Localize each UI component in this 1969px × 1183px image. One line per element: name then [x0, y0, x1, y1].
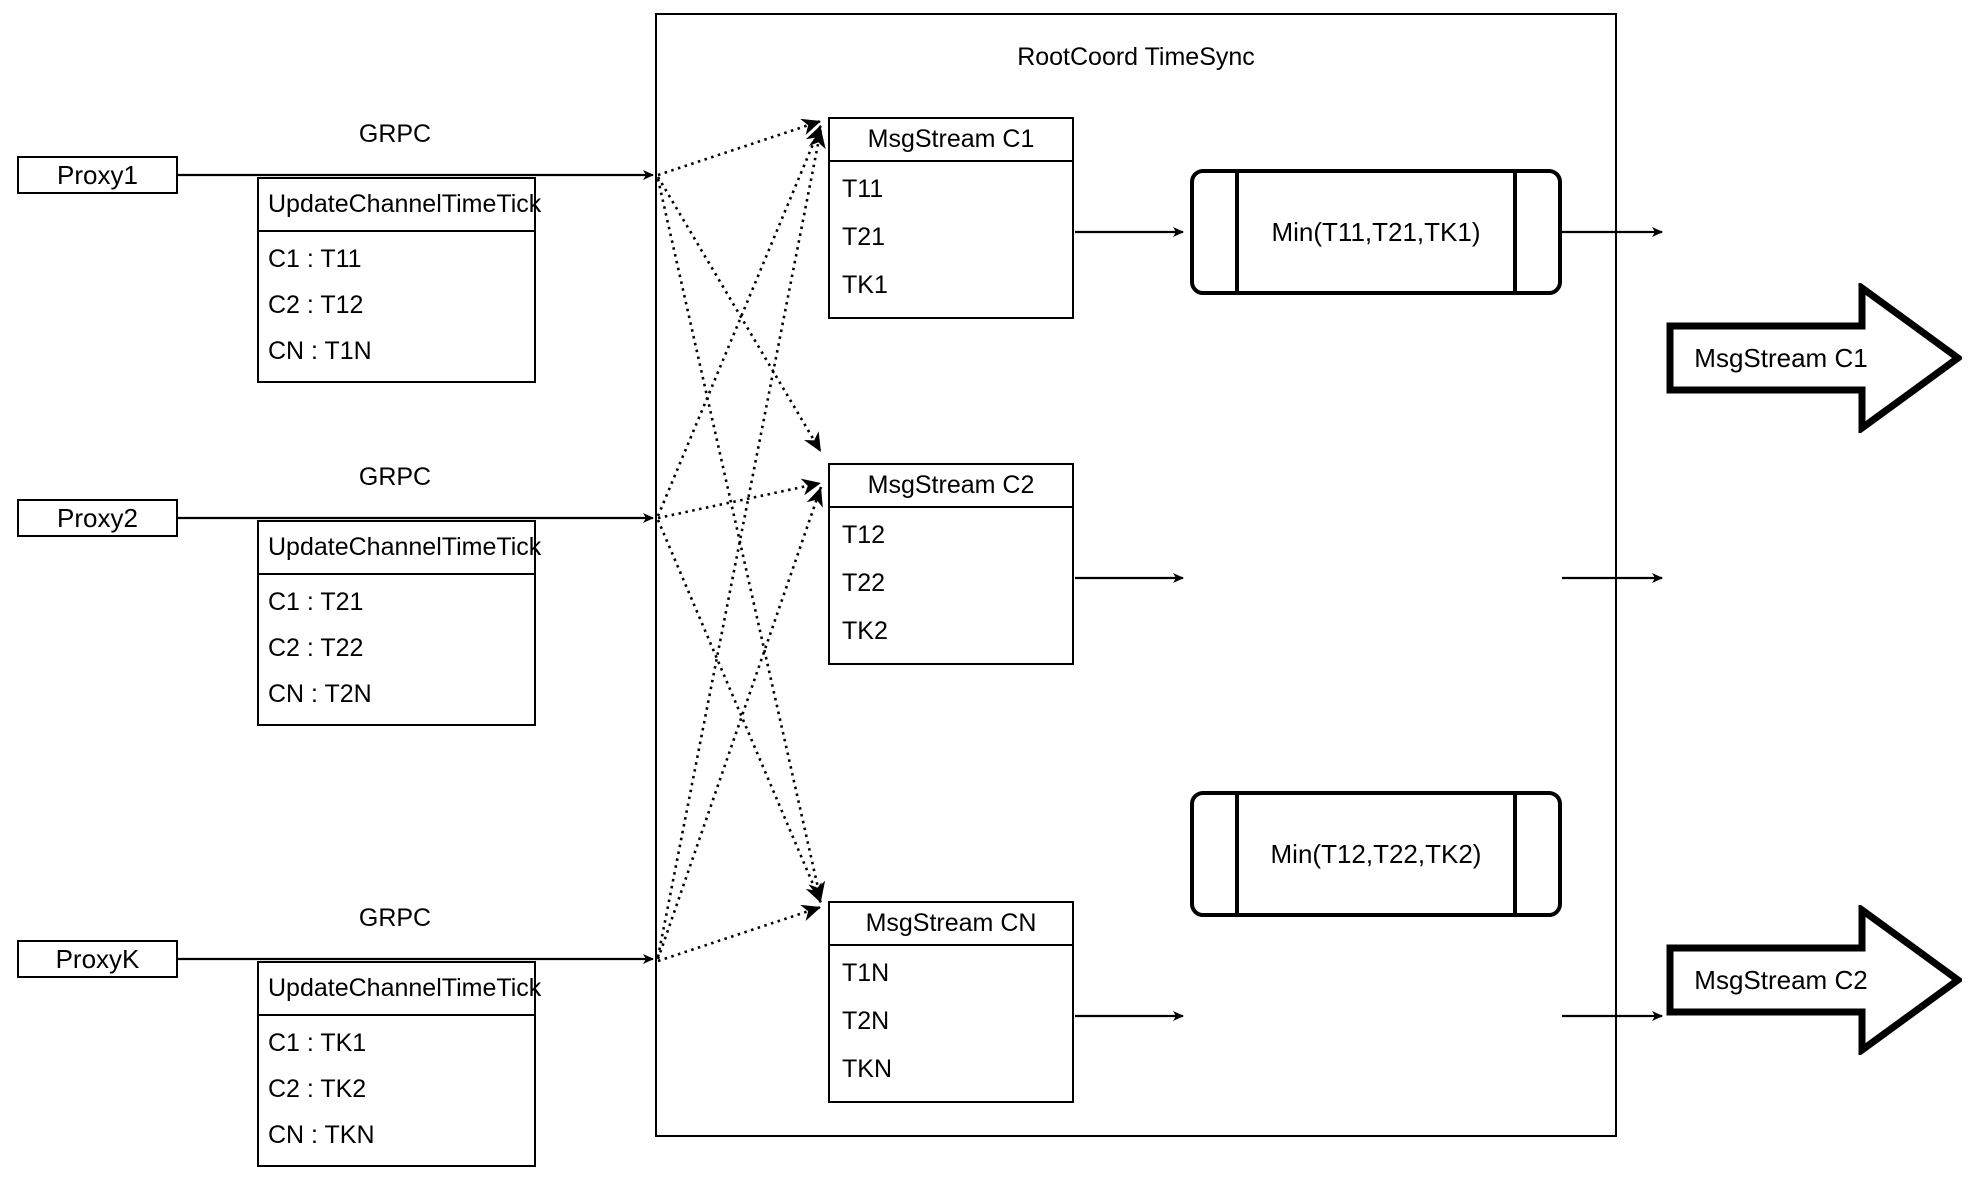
- uct-title-1: UpdateChannelTimeTick: [259, 179, 541, 232]
- uct-row: C1 : T11: [268, 244, 362, 273]
- block-arrow-icon: [1666, 283, 1962, 433]
- uct-body-k: C1 : TK1 C2 : TK2 CN : TKN: [259, 1016, 534, 1165]
- uct-row: C1 : T21: [268, 587, 364, 616]
- msgstream-row: TK1: [842, 270, 888, 299]
- min-process-label-c2: Min(T12,T22,TK2): [1270, 838, 1482, 869]
- msgstream-table-c1: MsgStream C1 T11 T21 TK1: [828, 117, 1074, 319]
- msgstream-body-c2: T12 T22 TK2: [830, 508, 1072, 663]
- msgstream-body-c1: T11 T21 TK1: [830, 162, 1072, 317]
- msgstream-row: T12: [842, 521, 886, 550]
- update-channel-time-tick-table-2: UpdateChannelTimeTick C1 : T21 C2 : T22 …: [257, 520, 541, 726]
- update-channel-time-tick-table-k: UpdateChannelTimeTick C1 : TK1 C2 : TK2 …: [257, 961, 541, 1167]
- output-block-arrow-label-c2: MsgStream C2: [1694, 964, 1868, 995]
- grpc-label-k: GRPC: [358, 904, 432, 932]
- proxy-box-k[interactable]: ProxyK: [17, 940, 178, 978]
- msgstream-body-cn: T1N T2N TKN: [830, 946, 1072, 1101]
- grpc-label-2: GRPC: [358, 463, 432, 491]
- output-block-arrow-label-c1: MsgStream C1: [1694, 342, 1868, 373]
- uct-row: C2 : T12: [268, 290, 364, 319]
- uct-row: CN : T2N: [268, 680, 372, 709]
- min-process-c1: Min(T11,T21,TK1): [1190, 169, 1562, 295]
- msgstream-table-c2: MsgStream C2 T12 T22 TK2: [828, 463, 1074, 665]
- rootcoord-timesync-title: RootCoord TimeSync: [1017, 43, 1255, 71]
- min-process-label-c1: Min(T11,T21,TK1): [1271, 216, 1481, 247]
- uct-body-2: C1 : T21 C2 : T22 CN : T2N: [259, 575, 534, 724]
- proxy-box-2[interactable]: Proxy2: [17, 499, 178, 537]
- block-arrow-icon: [1666, 905, 1962, 1055]
- uct-row: C2 : T22: [268, 633, 364, 662]
- grpc-label-1: GRPC: [358, 120, 432, 148]
- uct-body-1: C1 : T11 C2 : T12 CN : T1N: [259, 232, 534, 381]
- min-process-c2: Min(T12,T22,TK2): [1190, 791, 1562, 917]
- uct-title-k: UpdateChannelTimeTick: [259, 963, 541, 1016]
- uct-row: CN : T1N: [268, 337, 372, 366]
- uct-row: C1 : TK1: [268, 1028, 367, 1057]
- output-block-arrow-c2: MsgStream C2: [1666, 905, 1962, 1055]
- msgstream-row: T2N: [842, 1006, 890, 1035]
- update-channel-time-tick-table-1: UpdateChannelTimeTick C1 : T11 C2 : T12 …: [257, 177, 541, 383]
- uct-title-2: UpdateChannelTimeTick: [259, 522, 541, 575]
- msgstream-row: T21: [842, 222, 886, 251]
- rootcoord-timesync-container: [655, 13, 1617, 1137]
- msgstream-row: TK2: [842, 616, 888, 645]
- msgstream-row: TKN: [842, 1054, 892, 1083]
- proxy-box-1[interactable]: Proxy1: [17, 156, 178, 194]
- msgstream-title-c1: MsgStream C1: [830, 119, 1072, 162]
- msgstream-row: T11: [842, 175, 884, 204]
- output-block-arrow-c1: MsgStream C1: [1666, 283, 1962, 433]
- msgstream-table-cn: MsgStream CN T1N T2N TKN: [828, 901, 1074, 1103]
- uct-row: C2 : TK2: [268, 1074, 367, 1103]
- msgstream-row: T22: [842, 568, 886, 597]
- msgstream-title-c2: MsgStream C2: [830, 465, 1072, 508]
- msgstream-row: T1N: [842, 959, 890, 988]
- msgstream-title-cn: MsgStream CN: [830, 903, 1072, 946]
- uct-row: CN : TKN: [268, 1121, 375, 1150]
